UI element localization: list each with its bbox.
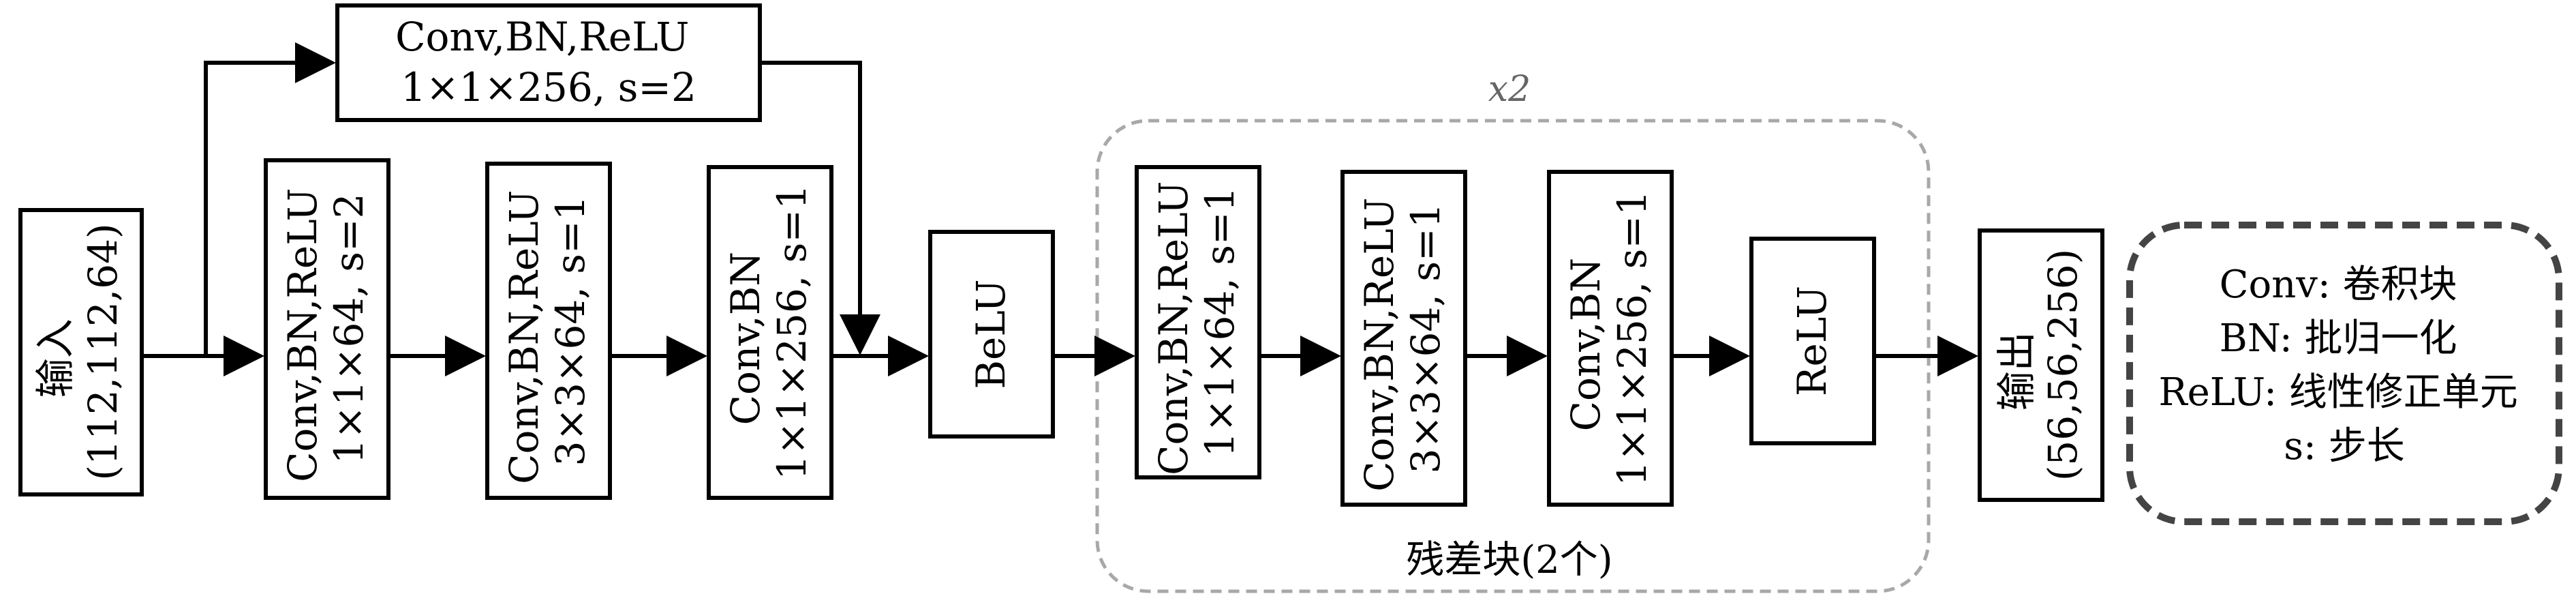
activation-block-label: BeLU <box>968 279 1014 389</box>
residual-block-3 <box>1547 170 1674 507</box>
conv-block-3 <box>707 165 833 500</box>
residual-block-3-label: Conv,BN 1×1×256, s=1 <box>1563 190 1655 486</box>
residual-block-1 <box>1135 165 1261 479</box>
residual-relu-label: ReLU <box>1789 286 1835 396</box>
residual-block-1-label: Conv,BN,ReLU 1×1×64, s=1 <box>1150 168 1243 475</box>
legend-text: Conv: 卷积块 BN: 批归一化 ReLU: 线性修正单元 s: 步长 <box>2158 263 2530 469</box>
input-label: 输入 (112,112,64) <box>32 223 126 480</box>
shortcut-conv-label: Conv,BN,ReLU 1×1×256, s=2 <box>395 14 702 110</box>
residual-group-caption: 残差块(2个) <box>1406 538 1612 582</box>
activation-block <box>928 230 1055 439</box>
output-box <box>1978 228 2104 502</box>
legend-box <box>2126 222 2562 525</box>
legend-line-conv: Conv: 卷积块 <box>2220 263 2457 307</box>
input-box <box>18 208 144 496</box>
conv-block-2 <box>485 162 612 500</box>
conv-block-1-label: Conv,BN,ReLU 1×1×64, s=2 <box>279 175 372 482</box>
legend-line-bn: BN: 批归一化 <box>2220 316 2457 361</box>
arrow-shortcut-down <box>760 61 880 355</box>
arrow-shortcut-up <box>204 42 336 356</box>
legend-line-relu: ReLU: 线性修正单元 <box>2158 370 2517 415</box>
residual-repeat-label: x2 <box>1488 69 1531 110</box>
residual-block-2-label: Conv,BN,ReLU 3×3×64, s=1 <box>1356 185 1449 492</box>
conv-block-1 <box>264 158 390 500</box>
residual-relu-block <box>1749 237 1876 445</box>
conv-block-2-label: Conv,BN,ReLU 3×3×64, s=1 <box>501 177 594 484</box>
residual-block-2 <box>1340 170 1467 507</box>
shortcut-conv-box <box>335 3 762 122</box>
legend-line-stride: s: 步长 <box>2284 424 2404 469</box>
conv-block-3-label: Conv,BN 1×1×256, s=1 <box>722 184 815 480</box>
output-label: 输出 (56,56,256) <box>1993 249 2086 481</box>
